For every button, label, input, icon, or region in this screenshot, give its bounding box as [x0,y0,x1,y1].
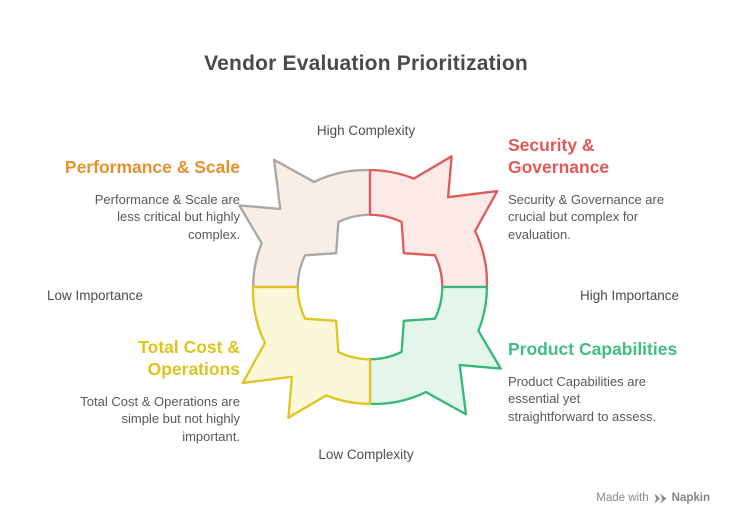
quadrant-description-product-capabilities: Product Capabilities are essential yet s… [508,374,657,424]
axis-label-low-complexity: Low Complexity [318,447,414,462]
napkin-chevrons-icon [654,493,667,504]
quadrant-description-total-cost-operations: Total Cost & Operations are simple but n… [80,394,240,444]
quadrant-security-governance: Security & Governance Security & Governa… [508,134,722,243]
cycle-segment-performance-scale [238,158,372,289]
made-with-napkin-badge[interactable]: Made with Napkin [596,492,710,504]
page-title: Vendor Evaluation Prioritization [204,52,528,75]
quadrant-heading-security-governance: Security & Governance [508,135,610,178]
axis-label-high-importance: High Importance [580,288,680,303]
quadrant-total-cost-operations: Total Cost & Operations Total Cost & Ope… [26,336,240,445]
cycle-segment-total-cost-operations [241,285,372,419]
quadrant-product-capabilities: Product Capabilities Product Capabilitie… [508,338,722,425]
quadrant-description-performance-scale: Performance & Scale are less critical bu… [94,192,240,242]
napkin-brand-label: Napkin [671,492,710,504]
cycle-segment-product-capabilities [368,285,502,416]
axis-label-low-importance: Low Importance [47,288,144,303]
quadrant-heading-total-cost-operations: Total Cost & Operations [138,337,240,380]
quadrant-heading-product-capabilities: Product Capabilities [508,339,678,359]
cycle-diagram [238,155,502,419]
quadrant-description-security-governance: Security & Governance are crucial but co… [508,192,665,242]
made-with-label: Made with [596,492,649,504]
quadrant-performance-scale: Performance & Scale Performance & Scale … [26,156,240,243]
cycle-segment-security-governance [368,155,499,289]
quadrant-heading-performance-scale: Performance & Scale [64,157,240,177]
axis-label-high-complexity: High Complexity [316,123,416,138]
